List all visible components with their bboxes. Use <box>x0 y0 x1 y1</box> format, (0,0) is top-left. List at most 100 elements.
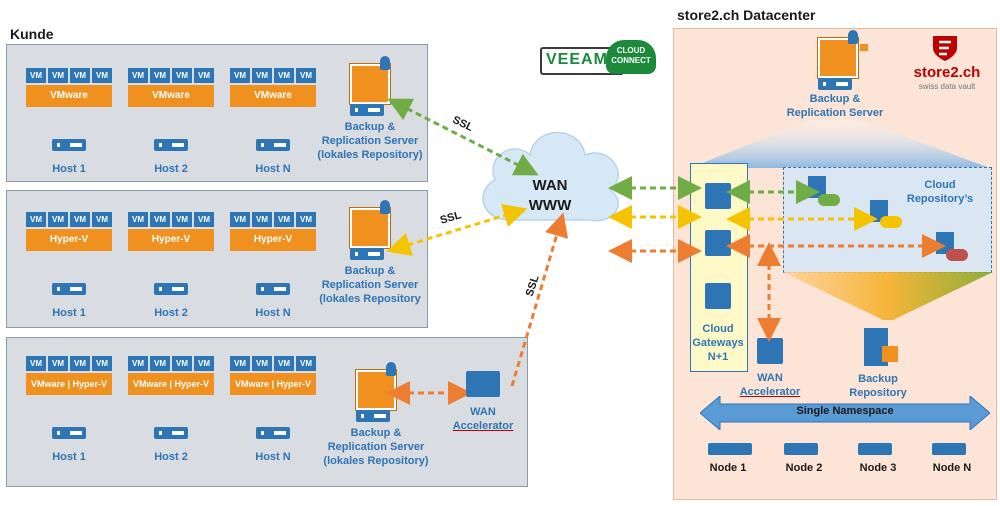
store2-tagline: swiss data vault <box>918 82 976 91</box>
hypervisor-bar: VMware | Hyper-V <box>128 373 214 395</box>
vm-box: VM <box>296 356 316 371</box>
customer-wan-accelerator-icon <box>466 371 500 397</box>
host-server-icon <box>154 139 188 151</box>
backup-server-label: Backup & Replication Server (lokales Repos… <box>300 264 440 306</box>
single-namespace-label: Single Namespace <box>796 405 894 417</box>
backup-label-line: Backup & <box>344 121 396 133</box>
host-label: Host 2 <box>154 163 188 175</box>
vm-box: VM <box>128 356 148 371</box>
backup-label-line: Replication Server <box>321 279 419 291</box>
host-server-icon <box>154 427 188 439</box>
cloud-repositories-label: Cloud Repository’s <box>900 178 980 206</box>
store2-name: store2.ch <box>913 64 981 81</box>
host-label: Host N <box>255 451 291 463</box>
dc-gradient-wedge <box>783 272 993 320</box>
dc-wanacc-line-1: WAN <box>757 372 783 384</box>
node-server-icon <box>858 443 892 455</box>
gateways-line-1: Cloud <box>702 323 734 335</box>
gateways-line-3: N+1 <box>707 351 729 363</box>
connect-text: CONNECT <box>611 56 651 65</box>
vm-box: VM <box>194 68 214 83</box>
dc-backup-line-2: Replication Server <box>786 107 884 119</box>
vm-box: VM <box>230 68 250 83</box>
vm-box: VM <box>70 212 90 227</box>
vm-box: VM <box>70 356 90 371</box>
vm-box: VM <box>150 212 170 227</box>
veeam-word: VEEAM <box>546 51 608 68</box>
vm-box: VM <box>128 68 148 83</box>
host-label: Host 1 <box>52 307 86 319</box>
vm-box: VM <box>48 356 68 371</box>
backup-repo-line-2: Repository <box>849 387 907 399</box>
gateway-3-icon <box>705 283 731 309</box>
wan-text: WAN <box>532 177 568 194</box>
vm-box: VM <box>172 356 192 371</box>
backup-repository-label: Backup Repository <box>838 372 918 400</box>
backup-label-line: (lokales Repository <box>319 293 421 305</box>
host-server-icon <box>256 139 290 151</box>
vm-box: VM <box>230 356 250 371</box>
hypervisor-bar: VMware | Hyper-V <box>230 373 316 395</box>
backup-host-server-icon <box>350 248 384 260</box>
vm-box: VM <box>26 68 46 83</box>
backup-host-server-icon <box>356 410 390 422</box>
key-icon <box>380 200 390 214</box>
host-server-icon <box>154 283 188 295</box>
kunde-heading: Kunde <box>10 26 54 42</box>
cloud-repo-line-1: Cloud <box>924 179 956 191</box>
datacenter-heading: store2.ch Datacenter <box>677 7 816 23</box>
hypervisor-bar: Hyper-V <box>230 229 316 251</box>
host-server-icon <box>52 427 86 439</box>
dc-wan-accelerator-icon <box>757 338 783 364</box>
vm-box: VM <box>70 68 90 83</box>
vm-box: VM <box>92 68 112 83</box>
backup-repo-line-1: Backup <box>858 373 898 385</box>
gateways-line-2: Gateways <box>692 337 744 349</box>
host-label: Host N <box>255 307 291 319</box>
vm-box: VM <box>274 68 294 83</box>
vm-box: VM <box>26 356 46 371</box>
vm-box: VM <box>48 212 68 227</box>
host-server-icon <box>256 283 290 295</box>
node-label: Node N <box>932 462 972 474</box>
vm-box: VM <box>150 356 170 371</box>
vm-box: VM <box>230 212 250 227</box>
hypervisor-bar: VMware <box>26 85 112 107</box>
backup-label-line: Replication Server <box>327 441 425 453</box>
vm-box: VM <box>128 212 148 227</box>
cust-wanacc-line-2: Accelerator <box>452 420 514 432</box>
backup-server-icon <box>350 64 390 104</box>
hypervisor-bar: Hyper-V <box>26 229 112 251</box>
host-label: Host 2 <box>154 307 188 319</box>
vm-box: VM <box>26 212 46 227</box>
dc-key-icon <box>848 30 858 44</box>
backup-repository-box-icon <box>882 346 898 362</box>
host-label: Host 2 <box>154 451 188 463</box>
node-server-icon <box>784 443 818 455</box>
hypervisor-bar: VMware | Hyper-V <box>26 373 112 395</box>
wan-cloud-label: WAN WWW <box>520 176 580 216</box>
repo-green-cloud-icon <box>818 194 840 206</box>
node-server-icon <box>708 443 752 455</box>
host-label: Host 1 <box>52 451 86 463</box>
dc-backup-server-icon <box>818 38 858 78</box>
backup-host-server-icon <box>350 104 384 116</box>
dc-backup-server-label: Backup & Replication Server <box>775 92 895 120</box>
hypervisor-bar: VMware <box>230 85 316 107</box>
vm-box: VM <box>252 212 272 227</box>
vm-box: VM <box>92 356 112 371</box>
repo-yellow-cloud-icon <box>880 216 902 228</box>
host-server-icon <box>52 283 86 295</box>
vm-box: VM <box>172 212 192 227</box>
dc-server-icon <box>818 78 852 90</box>
backup-label-line: Backup & <box>344 265 396 277</box>
vm-box: VM <box>194 212 214 227</box>
store2-shield-icon <box>933 36 957 61</box>
vm-box: VM <box>274 356 294 371</box>
backup-label-line: (lokales Repository) <box>323 455 429 467</box>
hypervisor-bar: Hyper-V <box>128 229 214 251</box>
vm-box: VM <box>194 356 214 371</box>
repo-red-cloud-icon <box>946 249 968 261</box>
hypervisor-bar: VMware <box>128 85 214 107</box>
